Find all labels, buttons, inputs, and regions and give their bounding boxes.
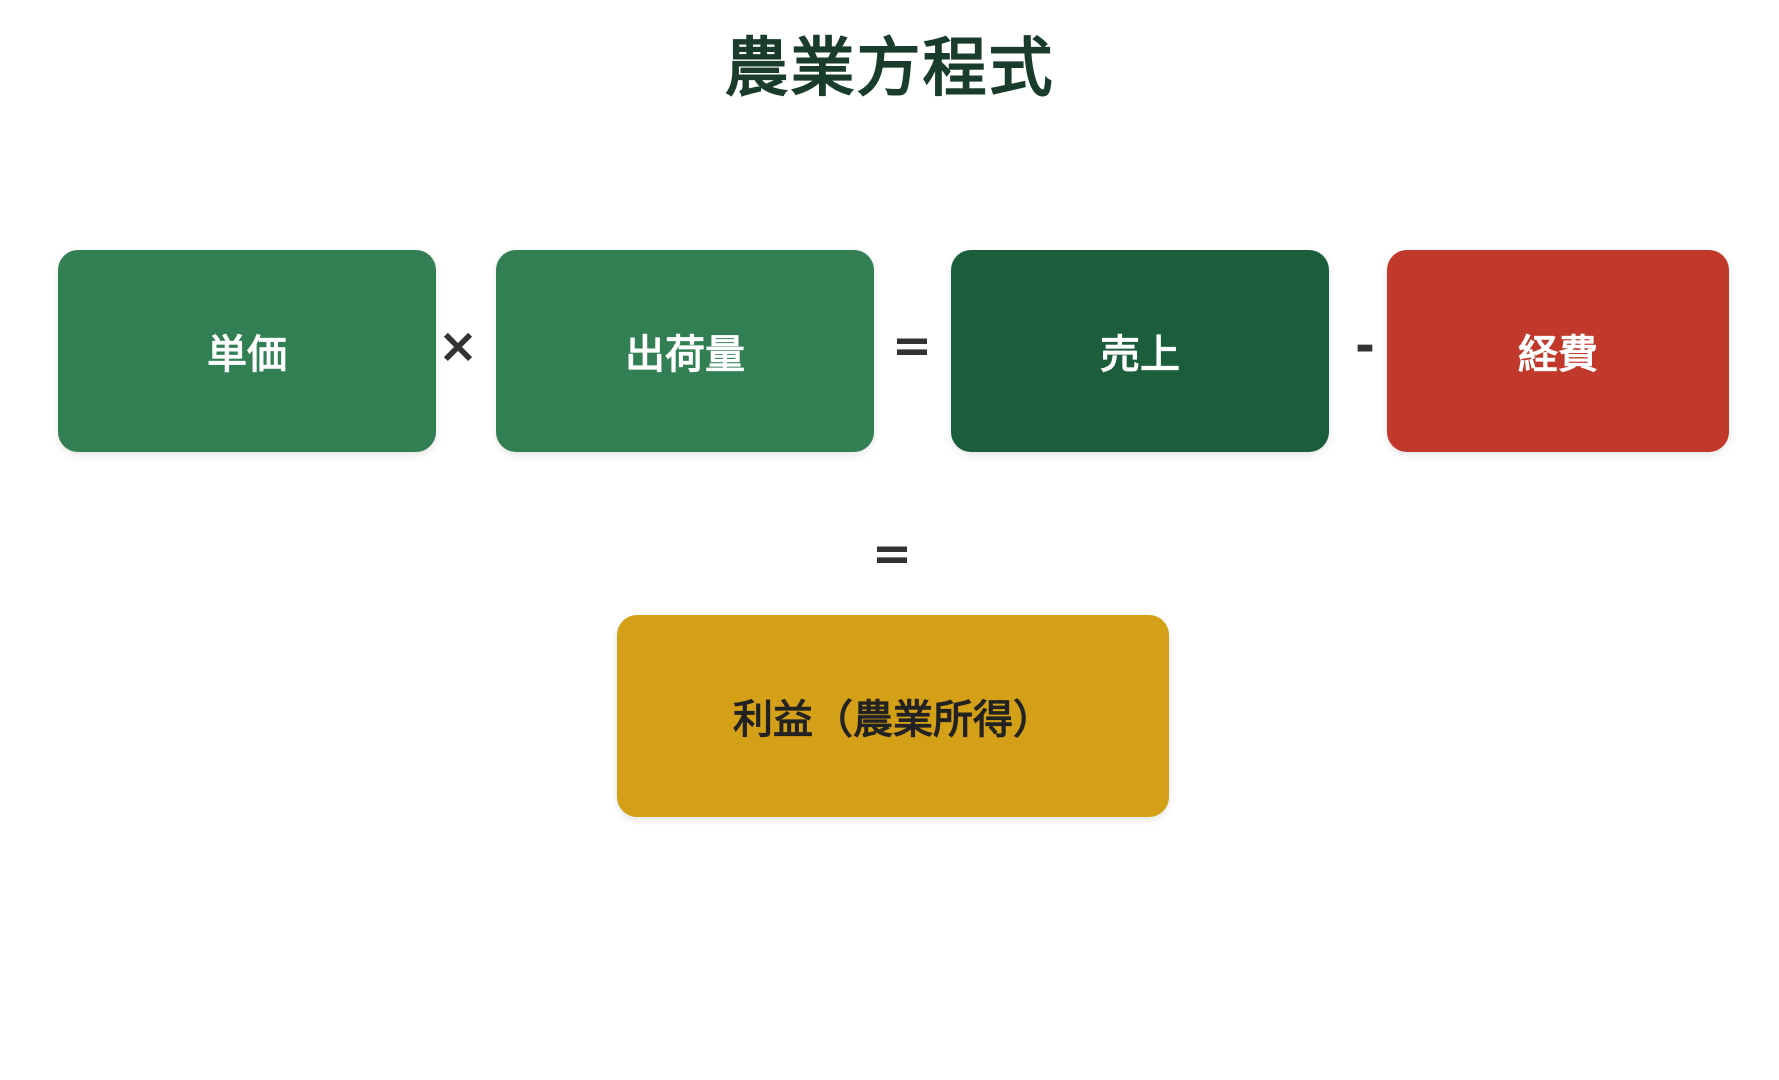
sales-label: 売上 xyxy=(1100,332,1180,378)
expenses-label: 経費 xyxy=(1518,332,1598,378)
equals-operator-2: = xyxy=(871,526,913,582)
shipment-label: 出荷量 xyxy=(625,332,745,378)
equals-operator-1: = xyxy=(891,318,933,374)
profit-box: 利益（農業所得） xyxy=(617,615,1169,817)
diagram-title: 農業方程式 xyxy=(724,32,1055,106)
unit-price-label: 単価 xyxy=(207,332,287,378)
profit-label: 利益（農業所得） xyxy=(733,697,1053,743)
unit-price-box: 単価 xyxy=(58,250,436,452)
multiply-operator: × xyxy=(437,318,479,374)
expenses-box: 経費 xyxy=(1387,250,1729,452)
sales-box: 売上 xyxy=(951,250,1329,452)
minus-operator: - xyxy=(1355,318,1375,374)
shipment-box: 出荷量 xyxy=(496,250,874,452)
